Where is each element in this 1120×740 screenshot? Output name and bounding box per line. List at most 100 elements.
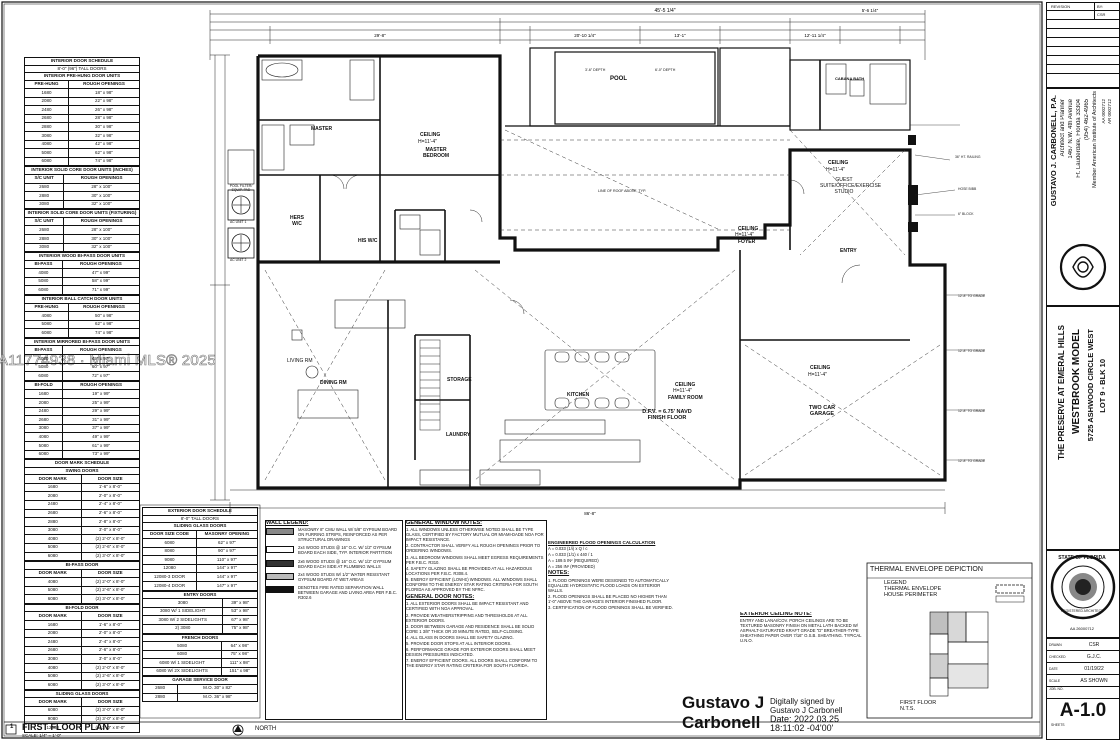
overall-bottom-dim: 86'-8" [584, 511, 596, 516]
table-cell: 5080 [24, 671, 82, 682]
table-cell: 2680 [24, 645, 82, 656]
table-cell: 26" x 98" [68, 105, 140, 115]
table-row: 6080(2) 3'-0" x 8'-0" [24, 594, 140, 604]
schedule-col-header: DOOR SIZE [80, 474, 140, 484]
table-cell: 3080 W/ 1 SIDELIGHT [141, 606, 224, 617]
schedule-section-header: BI-FOLD DOOR [24, 603, 140, 612]
architect-seal [1050, 554, 1116, 620]
note-item: A = 189.5 IN² (REQUIRED) [548, 558, 599, 564]
ext-col-header: MASONRY OPENING [195, 529, 259, 540]
table-cell: 3080 W/ 2 SIDELIGHTS [141, 615, 224, 625]
by-value: CSR [1097, 12, 1106, 17]
wall-legend-text: 2x6 WOOD STUDS @ 16" O.C. W/ 1/2" GYPSUM… [298, 558, 392, 569]
window-notes-title: GENERAL WINDOW NOTES: [406, 520, 483, 526]
table-cell: M.O. 30" x 82" [177, 683, 258, 694]
table-cell: 3080 [23, 131, 70, 141]
note-item: 5. PROVIDE DOOR STOPS AT ALL INTERIOR DO… [406, 640, 512, 646]
note-item: 1. ALL EXTERIOR DOORS SHALL BE IMPACT RE… [406, 601, 529, 612]
table-cell: (2) 3'-0" x 8'-0" [80, 594, 140, 604]
pool-depth-2: 6'-0" DEPTH [655, 68, 676, 72]
table-cell: 2880 [23, 234, 65, 244]
drawn-label: DRAWN [1049, 642, 1062, 647]
architect-logo [1059, 243, 1107, 291]
note-item: 3. ALL BEDROOM WINDOWS SHALL MEET EGRESS… [406, 554, 544, 565]
schedule-section-header: INTERIOR PRE-HUNG DOOR UNITS [24, 72, 140, 80]
sheet-info-block: DRAWN CSR CHECKED G.J.C. DATE 01/19/22 S… [1046, 638, 1120, 740]
schedule-col-header: PRE-HUNG [23, 79, 70, 90]
table-cell: 6080 [23, 449, 64, 460]
table-cell: 2'-6" x 8'-0" [80, 645, 140, 656]
svg-text:13'-1": 13'-1" [674, 33, 686, 38]
wall-legend-text: 2x4 WOOD STUDS W/ 1/2" WATER RESISTANT G… [298, 571, 390, 582]
table-cell: 28" x 100" [63, 225, 140, 235]
room-master-bedroom: MASTER BEDROOM [422, 147, 450, 159]
thermal-legend: LEGEND THERMAL ENVELOPE HOUSE PERIMETER [884, 580, 942, 599]
table-cell: 144" x 97" [195, 572, 259, 583]
project-address: 5725 ASHWOOD CIRCLE WEST [1086, 329, 1095, 442]
note-item: A = 0.033 (1/i) x Q / c [548, 546, 588, 552]
table-cell: 110" x 97" [195, 555, 259, 565]
table-cell: 30" x 98" [68, 122, 140, 133]
wall-legend-item: 2x4 WOOD STUDS @ 16" O.C. W/ 1/2" GYPSUM… [266, 545, 402, 555]
table-cell: 2480 [24, 637, 82, 647]
room-foyer: FOYER [738, 239, 756, 245]
scale-value: AS SHOWN [1080, 677, 1108, 684]
pool-depth-1: 3'-6" DEPTH [585, 68, 606, 72]
schedule-col-header: BI-PASS [24, 259, 63, 270]
table-row: 6080(2) 3'-0" x 8'-0" [24, 705, 140, 716]
table-cell: 111" x 98" [221, 658, 258, 668]
ceiling-note: EXTERIOR CEILING NOTE: ENTRY AND LANAI/C… [740, 612, 865, 687]
svg-text:12'-11 1/4": 12'-11 1/4" [804, 33, 826, 38]
table-cell: M.O. 36" x 98" [177, 692, 258, 703]
svg-text:12'-8" TO GRADE: 12'-8" TO GRADE [958, 409, 986, 413]
table-cell: 151" x 98" [221, 666, 258, 677]
table-row: 4080(2) 2'-0" x 8'-0" [24, 577, 140, 587]
schedule-col-header: DOOR MARK [24, 474, 82, 484]
wall-swatch-icon [266, 546, 294, 554]
table-cell: 28" x 100" [63, 182, 140, 193]
table-cell: (2) 2'-6" x 8'-0" [80, 585, 140, 596]
project-block: THE PRESERVE AT EMERAL HILLS WESTBROOK M… [1046, 306, 1120, 550]
table-cell: 2680 [141, 683, 179, 694]
note-item: 6. PERFORMANCE GRADE FOR EXTERIOR DOORS … [406, 647, 536, 658]
table-cell: 6080 [24, 285, 63, 296]
table-cell: 12080 [142, 563, 197, 574]
scale-label: SCALE [1049, 678, 1061, 683]
table-cell: 12080 [24, 723, 82, 733]
license-2: AR 0002712 [1107, 99, 1112, 125]
table-cell: 8080 [142, 546, 197, 557]
table-cell: 74" x 98" [68, 156, 140, 167]
table-cell: 5080 [23, 440, 64, 451]
wall-legend-item: 2x4 WOOD STUDS W/ 1/2" WATER RESISTANT G… [266, 572, 402, 582]
room-dining: DINING RM [320, 380, 347, 386]
note-item: 3. DOOR BETWEEN GARAGE AND RESIDENCE SHA… [406, 623, 535, 634]
table-cell: 1'-6" x 8'-0" [80, 482, 140, 493]
table-cell: 47" x 99" [61, 268, 141, 278]
